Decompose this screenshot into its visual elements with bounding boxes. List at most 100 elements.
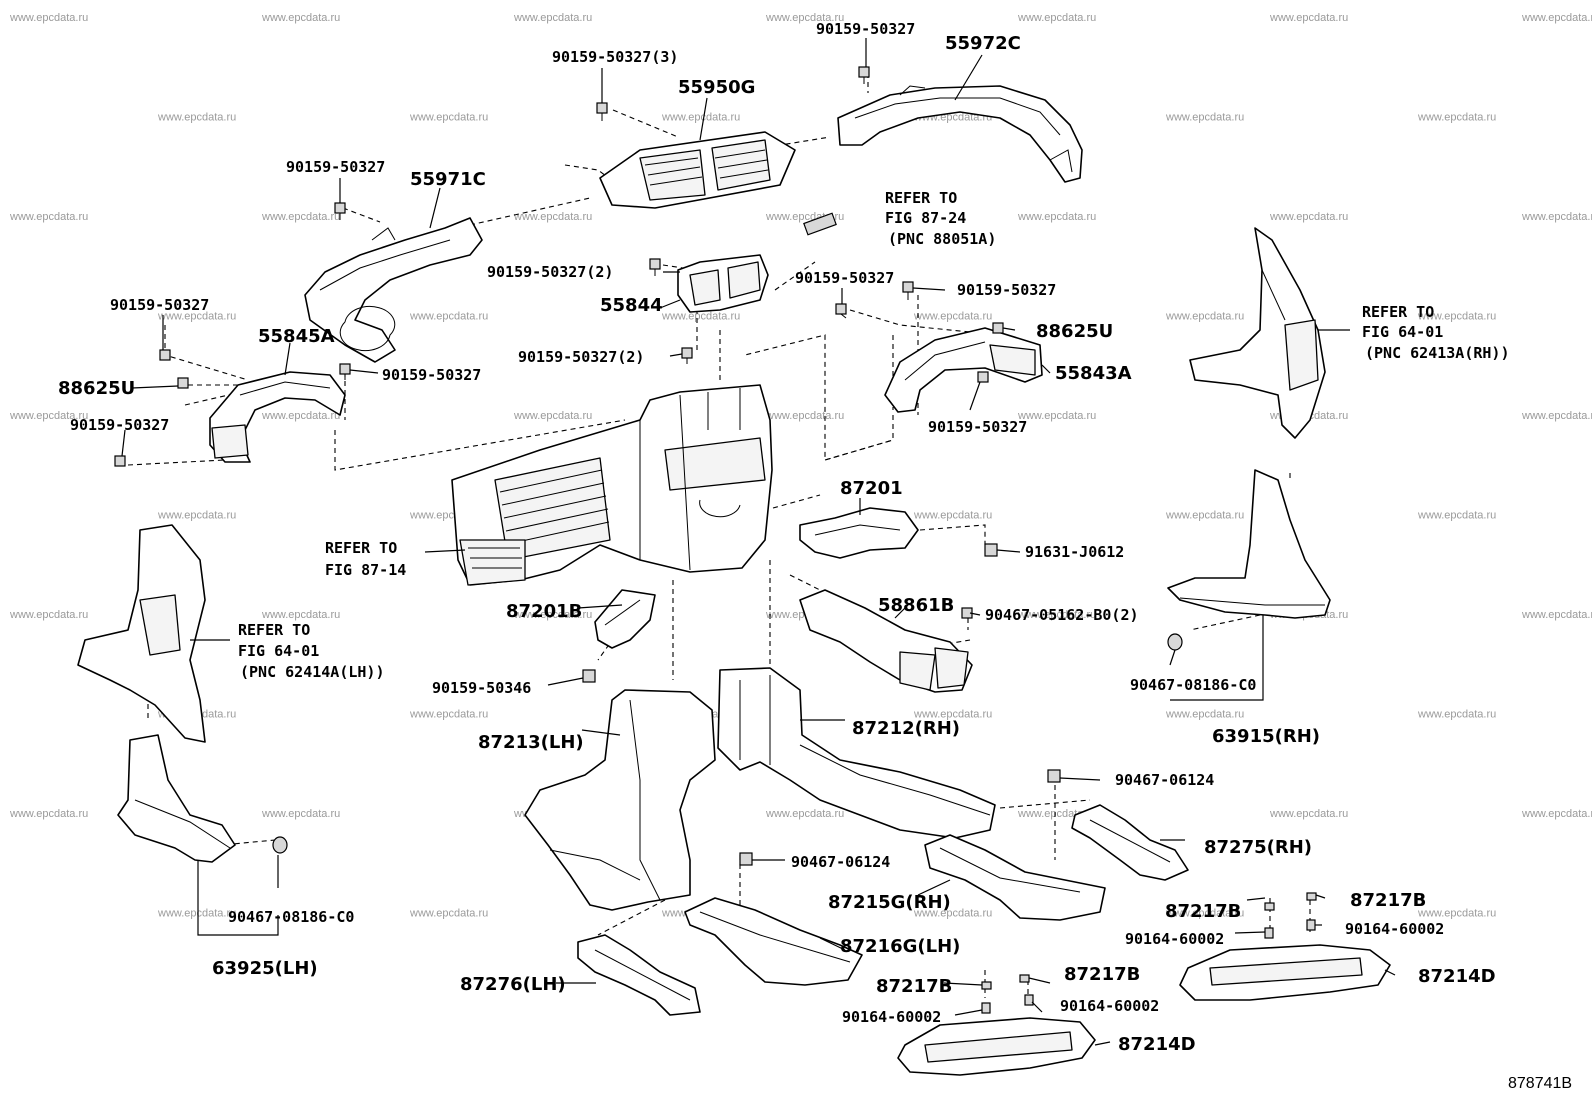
watermark-text: www.epcdata.ru bbox=[1165, 510, 1244, 522]
watermark-text: www.epcdata.ru bbox=[661, 311, 740, 323]
watermark-text: www.epcdata.ru bbox=[1017, 609, 1096, 621]
part-55844-vent bbox=[677, 254, 769, 313]
part-label: 90159-50327 bbox=[70, 416, 169, 434]
part-label: 55950G bbox=[678, 77, 755, 98]
part-label: FIG 87-24 bbox=[885, 209, 966, 227]
watermark-text: www.epcdata.ru bbox=[1521, 609, 1592, 621]
watermark-text: www.epcdata.ru bbox=[1165, 709, 1244, 721]
part-55843a-duct-rh bbox=[884, 327, 1043, 413]
part-87275-rh-duct bbox=[1071, 804, 1189, 881]
part-label: 90159-50327(2) bbox=[487, 263, 613, 281]
part-label: REFER TO bbox=[1362, 303, 1434, 321]
part-label: 87214D bbox=[1418, 966, 1496, 987]
part-label: 90467-06124 bbox=[1115, 771, 1214, 789]
part-label: 63915(RH) bbox=[1212, 726, 1320, 747]
watermark-text: www.epcdata.ru bbox=[765, 12, 844, 24]
clip-icon bbox=[177, 377, 189, 389]
watermark-text: www.epcdata.ru bbox=[157, 112, 236, 124]
watermark-text: www.epcdata.ru bbox=[1417, 510, 1496, 522]
part-label: 87215G(RH) bbox=[828, 892, 951, 913]
watermark-text: www.epcdata.ru bbox=[409, 908, 488, 920]
part-63925-lh-bracket bbox=[117, 734, 236, 863]
part-63915-rh-bracket bbox=[1167, 469, 1331, 619]
watermark-text: www.epcdata.ru bbox=[157, 311, 236, 323]
part-label: REFER TO bbox=[885, 189, 957, 207]
part-87216g-lh-duct bbox=[684, 897, 863, 986]
part-label: 87217B bbox=[1165, 901, 1241, 922]
part-label: REFER TO bbox=[325, 539, 397, 557]
clip-icon bbox=[1167, 633, 1183, 651]
part-label: 55844 bbox=[600, 295, 663, 316]
watermark-text: www.epcdata.ru bbox=[1521, 211, 1592, 223]
watermark-text: www.epcdata.ru bbox=[261, 410, 340, 422]
part-labels: 90159-50327(3) 90159-50327 55972C 55950G… bbox=[58, 20, 1510, 1055]
part-label: (PNC 88051A) bbox=[888, 230, 996, 248]
part-label: 87275(RH) bbox=[1204, 837, 1312, 858]
part-label: 55971C bbox=[410, 169, 486, 190]
part-label: 87276(LH) bbox=[460, 974, 566, 995]
part-label: 90467-06124 bbox=[791, 853, 890, 871]
watermark-text: www.epcdata.ru bbox=[1521, 410, 1592, 422]
part-87214d-outlet-lh bbox=[897, 1017, 1096, 1076]
part-label: 90159-50327 bbox=[110, 296, 209, 314]
part-87215g-rh-duct bbox=[924, 834, 1106, 921]
part-label: 55845A bbox=[258, 326, 335, 347]
watermark-text: www.epcdata.ru bbox=[1269, 12, 1348, 24]
watermark-text: www.epcdata.ru bbox=[1417, 709, 1496, 721]
watermark-text: www.epcdata.ru bbox=[1017, 211, 1096, 223]
part-label: FIG 64-01 bbox=[238, 642, 319, 660]
bolt-icon bbox=[858, 66, 870, 84]
part-label: 87214D bbox=[1118, 1034, 1196, 1055]
watermark-text: www.epcdata.ru bbox=[765, 410, 844, 422]
part-label: 87213(LH) bbox=[478, 732, 584, 753]
part-55971c-duct-lh bbox=[304, 217, 483, 363]
part-label: 90467-08186-C0 bbox=[1130, 676, 1256, 694]
part-label: 55843A bbox=[1055, 363, 1132, 384]
part-87201-duct bbox=[799, 507, 919, 559]
clip-icon bbox=[992, 322, 1004, 334]
leader-lines bbox=[121, 38, 1396, 1046]
watermark-text: www.epcdata.ru bbox=[1017, 12, 1096, 24]
watermark-text: www.epcdata.ru bbox=[913, 311, 992, 323]
part-label: 90164-60002 bbox=[1060, 997, 1159, 1015]
watermark-text: www.epcdata.ru bbox=[1165, 112, 1244, 124]
part-label: 87217B bbox=[1064, 964, 1140, 985]
watermark-text: www.epcdata.ru bbox=[261, 211, 340, 223]
part-label: 87217B bbox=[876, 976, 952, 997]
bolt-icon bbox=[596, 102, 608, 121]
clip-icon bbox=[1306, 892, 1317, 901]
watermark-text: www.epcdata.ru bbox=[9, 12, 88, 24]
watermark-text: www.epcdata.ru bbox=[513, 410, 592, 422]
part-55950g-center-register bbox=[599, 131, 796, 209]
watermark-text: www.epcdata.ru bbox=[409, 112, 488, 124]
bolt-icon bbox=[681, 347, 693, 364]
part-87213-lh-duct bbox=[524, 689, 716, 911]
part-label: (PNC 62414A(LH)) bbox=[240, 663, 385, 681]
bolt-icon bbox=[582, 669, 596, 683]
part-87276-lh-duct bbox=[577, 934, 701, 1016]
bolt-icon bbox=[977, 371, 989, 383]
part-label: 90159-50327 bbox=[928, 418, 1027, 436]
bolt-icon bbox=[1024, 994, 1034, 1006]
watermark-text: www.epcdata.ru bbox=[513, 609, 592, 621]
part-label: 90164-60002 bbox=[1345, 920, 1444, 938]
watermark-text: www.epcdata.ru bbox=[661, 112, 740, 124]
watermark-text: www.epcdata.ru bbox=[1521, 808, 1592, 820]
part-label: 90467-05162-B0(2) bbox=[985, 606, 1139, 624]
clip-icon bbox=[981, 981, 992, 990]
clip-icon bbox=[1019, 974, 1030, 983]
watermark-text: www.epcdata.ru bbox=[1165, 311, 1244, 323]
part-87201b-duct bbox=[594, 589, 656, 649]
part-55845a-duct-lh bbox=[209, 371, 346, 463]
watermark-text: www.epcdata.ru bbox=[1417, 311, 1496, 323]
watermark-text: www.epcdata.ru bbox=[513, 12, 592, 24]
part-label: 58861B bbox=[878, 595, 954, 616]
watermark-text: www.epcdata.ru bbox=[765, 808, 844, 820]
part-label: 90159-50327 bbox=[382, 366, 481, 384]
part-label: FIG 87-14 bbox=[325, 561, 406, 579]
fasteners bbox=[114, 66, 1317, 1014]
watermark-text: www.epcdata.ru bbox=[409, 311, 488, 323]
part-label: FIG 64-01 bbox=[1362, 323, 1443, 341]
watermark-text: www.epcdata.ru bbox=[261, 808, 340, 820]
clip-icon bbox=[1047, 769, 1061, 783]
